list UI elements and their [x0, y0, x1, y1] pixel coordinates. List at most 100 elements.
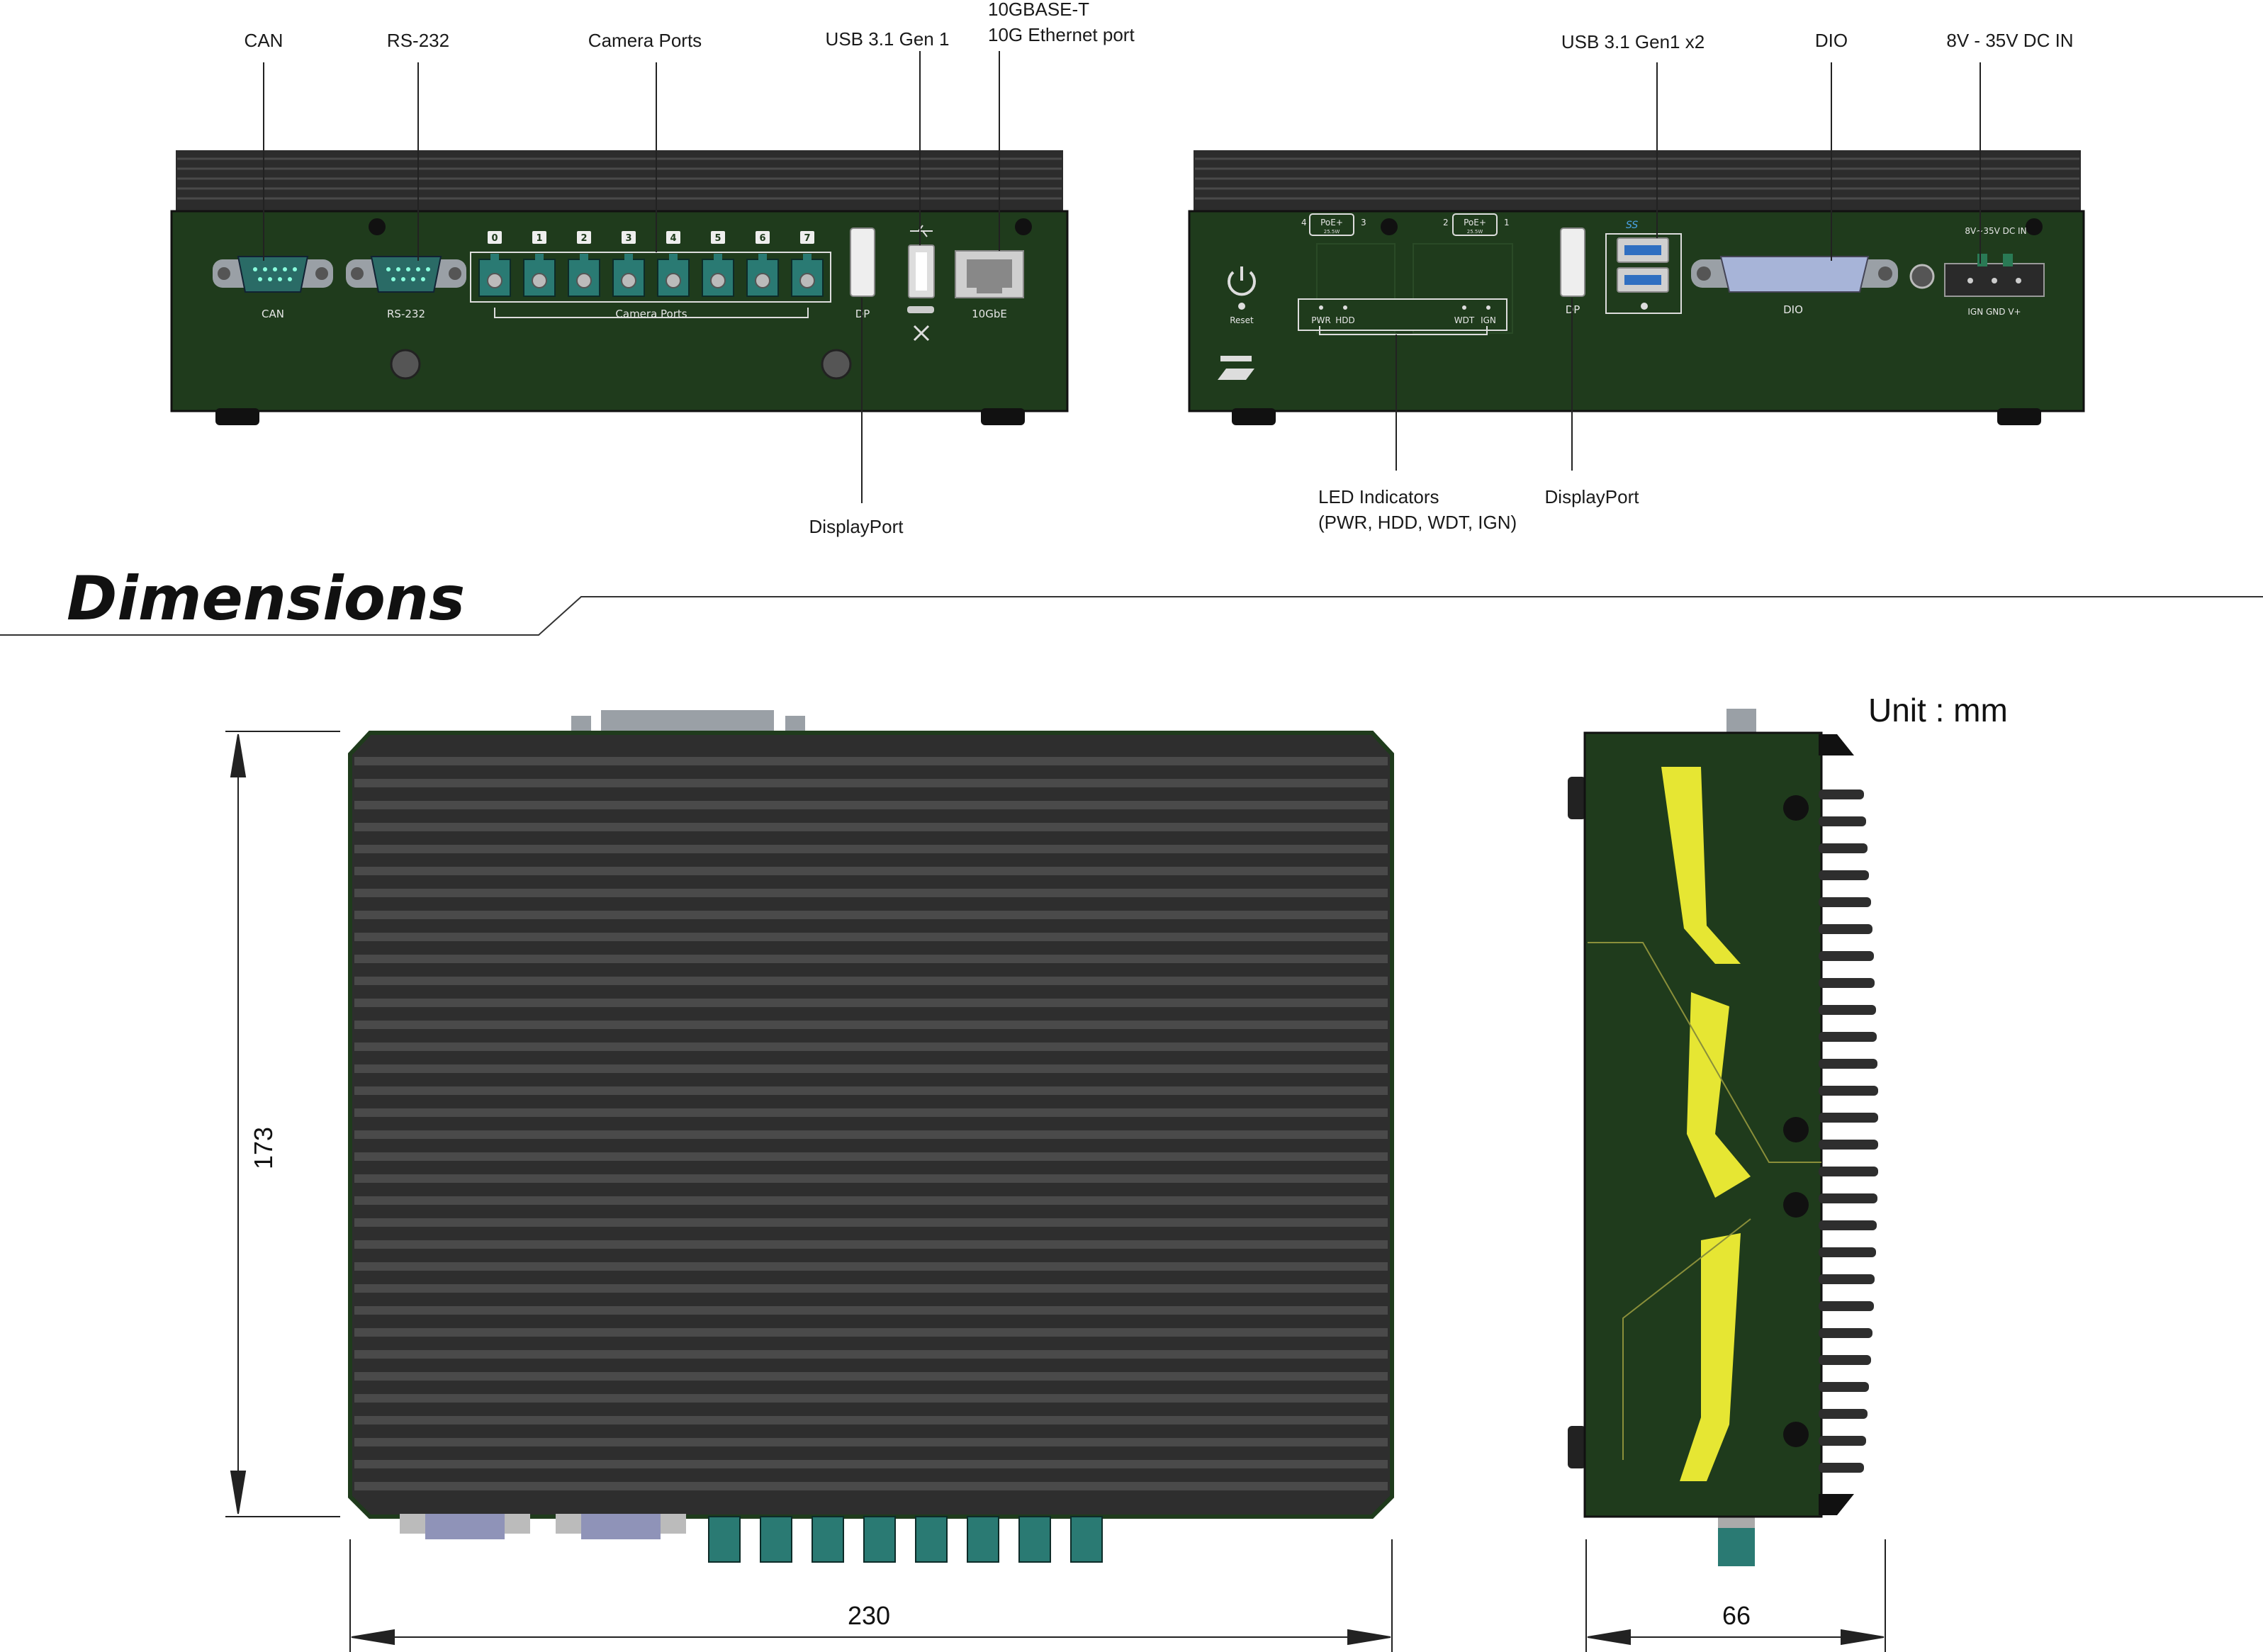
usb-superspeed-logo: SS — [1626, 220, 1638, 231]
camera-port-7: 7 — [791, 231, 824, 297]
dc-pins-silk-label: IGN GND V+ — [1967, 307, 2021, 317]
heatsink-fin — [1819, 1382, 1869, 1392]
poe-badge-right: PoE+ 25.5W — [1452, 213, 1498, 236]
camera-port-0: 0 — [478, 231, 511, 297]
camera-port-number: 1 — [536, 233, 542, 244]
camera-port-group: 0 1 2 3 4 5 6 7 — [478, 231, 824, 297]
ethernet-port — [955, 250, 1024, 298]
camera-port-number: 0 — [491, 233, 498, 244]
heatsink-fin — [1819, 1328, 1872, 1338]
poe-badge-left: PoE+ 25.5W — [1309, 213, 1354, 236]
camera-port-number: 4 — [670, 233, 676, 244]
heatsink-fin — [1819, 1032, 1877, 1042]
callout-dio: DIO — [1815, 30, 1848, 51]
callout-can: CAN — [245, 30, 283, 51]
dio-connector — [1691, 256, 1898, 293]
heatsink-fin — [1819, 790, 1864, 799]
dimensions-heading: Dimensions — [67, 563, 465, 634]
camera-connectors-bottom — [708, 1516, 1103, 1563]
poe-badge-right-sub: 25.5W — [1467, 229, 1483, 235]
callout-ethernet-line1: 10GBASE-T — [988, 0, 1089, 20]
heatsink-fin — [1819, 1113, 1878, 1123]
heatsink-fin — [1819, 1436, 1866, 1446]
camera-connector-bottom — [708, 1516, 741, 1563]
camera-connector-bottom — [1070, 1516, 1103, 1563]
rotary-switch — [1909, 264, 1935, 289]
camera-port-1: 1 — [523, 231, 556, 297]
heatsink-fin — [1819, 1247, 1876, 1257]
heatsink-fin — [1819, 816, 1866, 826]
displayport-connector — [850, 227, 875, 297]
reset-silk-label: Reset — [1230, 315, 1254, 325]
callout-usb-gen1: USB 3.1 Gen 1 — [826, 28, 950, 50]
led-indicator-box — [1298, 298, 1507, 331]
camera-port-5: 5 — [702, 231, 734, 297]
power-icon — [1228, 266, 1256, 296]
heatsink-fin — [1819, 1005, 1876, 1015]
poe-badge-left-label: PoE+ — [1320, 218, 1343, 227]
camera-port-2: 2 — [568, 231, 600, 297]
depth-value: 66 — [1722, 1601, 1751, 1630]
rear-panel: Reset PoE+ 25.5W 4 3 PoE+ 25.5W 2 1 PWR … — [1188, 150, 2085, 425]
heatsink-fin — [1819, 843, 1868, 853]
poe-number-1: 1 — [1504, 218, 1510, 227]
micro-port — [907, 306, 934, 313]
width-dimension — [349, 1539, 1393, 1652]
can-silk-label: CAN — [262, 308, 284, 320]
callout-led-line1: LED Indicators — [1318, 486, 1439, 507]
sd-card-icon — [1218, 356, 1254, 380]
camera-connector-bottom — [812, 1516, 844, 1563]
led-label-ign: IGN — [1481, 315, 1496, 325]
callout-camera-ports: Camera Ports — [588, 30, 702, 51]
lan-silk-label: 10GbE — [972, 308, 1007, 320]
camera-connector-bottom — [1018, 1516, 1051, 1563]
camera-port-number: 5 — [714, 233, 721, 244]
front-callout-lines — [263, 51, 1000, 503]
heatsink-fin — [1819, 951, 1874, 961]
poe-number-3: 3 — [1361, 218, 1366, 227]
heatsink-fin — [1819, 924, 1872, 934]
poe-badge-left-sub: 25.5W — [1324, 229, 1340, 235]
poe-number-2: 2 — [1443, 218, 1449, 227]
rs232-connector — [346, 256, 466, 293]
side-heatsink-fins — [1819, 790, 1878, 1473]
camera-port-number: 3 — [625, 233, 631, 244]
heatsink-fin — [1819, 1220, 1877, 1230]
unit-label: Unit : mm — [1868, 692, 2008, 729]
callout-usb-gen1-x2: USB 3.1 Gen1 x2 — [1561, 31, 1705, 52]
tools-icon — [913, 325, 930, 342]
callout-led-line2: (PWR, HDD, WDT, IGN) — [1318, 512, 1517, 533]
heatsink-fin — [1819, 897, 1871, 907]
dio-silk-label: DIO — [1783, 303, 1803, 316]
depth-dimension — [1585, 1539, 1886, 1652]
width-value: 230 — [848, 1601, 890, 1630]
heatsink-fin — [1819, 1140, 1878, 1150]
camera-port-4: 4 — [657, 231, 690, 297]
dc-terminal-block — [1944, 254, 2045, 297]
heatsink-fin — [1819, 1301, 1874, 1311]
heading-rule — [0, 596, 2263, 636]
callout-dc-in: 8V - 35V DC IN — [1946, 30, 2073, 51]
camera-connector-bottom — [967, 1516, 999, 1563]
top-view — [348, 710, 1394, 1563]
led-label-wdt: WDT — [1454, 315, 1475, 325]
camera-connector-bottom — [915, 1516, 948, 1563]
callout-displayport-front: DisplayPort — [809, 516, 904, 537]
heatsink-fin — [1819, 1274, 1875, 1284]
callout-ethernet-line2: 10G Ethernet port — [988, 24, 1135, 45]
camera-port-number: 6 — [759, 233, 765, 244]
rear-callout-lines — [1396, 62, 1981, 471]
height-value: 173 — [249, 1127, 278, 1169]
dc-in-silk-label: 8V~35V DC IN — [1965, 226, 2026, 236]
can-connector — [213, 256, 333, 293]
poe-number-4: 4 — [1301, 218, 1307, 227]
heatsink-fin — [1819, 1355, 1871, 1365]
heatsink-fin — [1819, 1193, 1877, 1203]
camera-ports-silk-label: Camera Ports — [615, 308, 687, 320]
heatsink-fin — [1819, 870, 1869, 880]
heatsink-fin — [1819, 1059, 1877, 1069]
poe-badge-right-label: PoE+ — [1464, 218, 1486, 227]
heatsink-fin — [1819, 1409, 1868, 1419]
camera-port-number: 2 — [580, 233, 587, 244]
